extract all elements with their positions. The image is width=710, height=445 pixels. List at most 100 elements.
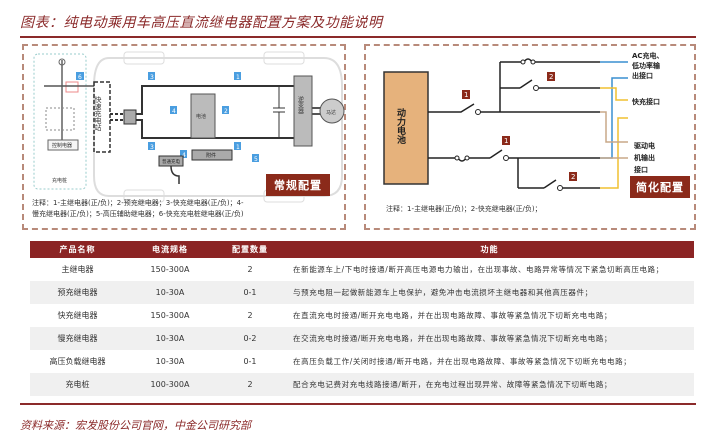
cell-function: 在高压负载工作/关闭时接通/断开电路，并在出现电路故障、事故等紧急情况下切断充电… bbox=[293, 357, 632, 366]
table-row: 快充继电器 150-300A 2 在直流充电时接通/断开充电电路，并在出现电路故… bbox=[30, 304, 694, 327]
relay-2-top-switch bbox=[519, 79, 533, 89]
simplified-config-panel: 动力电池 1 1 bbox=[364, 44, 696, 230]
cell-current: 10-30A bbox=[125, 327, 215, 350]
relay-1-bottom-switch bbox=[489, 149, 503, 159]
wheel-icon bbox=[123, 189, 165, 203]
cell-name: 充电桩 bbox=[30, 373, 125, 396]
bottom-divider bbox=[20, 403, 696, 405]
cell-name: 快充继电器 bbox=[57, 311, 98, 320]
svg-text:1: 1 bbox=[236, 144, 240, 151]
svg-text:低功率输: 低功率输 bbox=[631, 61, 661, 70]
header-current-spec: 电流规格 bbox=[125, 241, 215, 258]
wheel-icon bbox=[263, 51, 305, 65]
figure-title: 图表：纯电动乘用车高压直流继电器配置方案及功能说明 bbox=[20, 15, 383, 31]
title-divider bbox=[20, 36, 696, 38]
svg-text:4: 4 bbox=[182, 152, 186, 159]
svg-text:电池: 电池 bbox=[196, 113, 206, 120]
cell-name: 慢充继电器 bbox=[30, 327, 125, 350]
table-row: 预充继电器 10-30A 0-1 与预充电阻一起做新能源车上电保护，避免冲击电流… bbox=[30, 281, 694, 304]
relay-2-bottom-switch bbox=[543, 179, 557, 189]
relay-function-table: 产品名称 电流规格 配置数量 功能 主继电器 150-300A 2 在新能源车上… bbox=[30, 241, 694, 396]
svg-text:控制电器: 控制电器 bbox=[52, 142, 72, 149]
simplified-config-badge: 简化配置 bbox=[630, 176, 690, 198]
svg-text:出接口: 出接口 bbox=[632, 71, 653, 80]
relay-number: 6 bbox=[78, 74, 82, 81]
svg-text:快速充电站: 快速充电站 bbox=[94, 95, 102, 132]
cell-qty: 0-2 bbox=[215, 327, 285, 350]
cell-current: 10-30A bbox=[125, 281, 215, 304]
relay-badges: 1 1 2 2 bbox=[462, 72, 577, 181]
svg-text:2: 2 bbox=[571, 173, 575, 181]
svg-text:机输出: 机输出 bbox=[634, 153, 655, 162]
svg-text:3: 3 bbox=[150, 144, 154, 151]
table-header-row: 产品名称 电流规格 配置数量 功能 bbox=[30, 241, 694, 258]
cell-qty: 2 bbox=[215, 373, 285, 396]
relay-6-box bbox=[65, 81, 79, 93]
svg-text:快充接口: 快充接口 bbox=[632, 97, 660, 106]
header-product-name: 产品名称 bbox=[30, 241, 125, 258]
conventional-config-panel: 6 控制电器 充电桩 快速充电站 电池 逆变器 马达 3 3 1 1 2 bbox=[22, 44, 346, 230]
fast-charge-wire bbox=[600, 87, 628, 101]
cell-function: 在交流充电时接通/断开充电电路，并在出现电路故障、事故等紧急情况下切断充电电路； bbox=[285, 327, 694, 350]
cell-qty: 2 bbox=[247, 265, 253, 274]
battery-box bbox=[190, 93, 216, 139]
source-note: 资料来源：宏发股份公司官网，中金公司研究部 bbox=[20, 419, 251, 432]
header-function: 功能 bbox=[285, 241, 694, 258]
svg-text:3: 3 bbox=[150, 74, 154, 81]
svg-text:1: 1 bbox=[464, 91, 468, 99]
svg-text:1: 1 bbox=[236, 74, 240, 81]
relay-number-badge bbox=[76, 72, 84, 80]
relay-badges: 3 3 1 1 2 4 4 5 bbox=[148, 72, 259, 163]
cell-current: 150-300A bbox=[150, 311, 190, 320]
svg-text:逆变器: 逆变器 bbox=[297, 95, 304, 115]
cell-qty: 0-1 bbox=[215, 281, 285, 304]
svg-text:5: 5 bbox=[254, 156, 258, 163]
plug-icon bbox=[58, 58, 66, 66]
svg-text:驱动电: 驱动电 bbox=[634, 141, 655, 150]
relay-1-top-switch bbox=[428, 103, 475, 113]
cell-qty: 2 bbox=[247, 311, 253, 320]
power-battery-box bbox=[383, 71, 429, 185]
svg-text:2: 2 bbox=[224, 108, 228, 115]
control-box bbox=[47, 139, 79, 151]
svg-text:充电桩: 充电桩 bbox=[52, 177, 67, 184]
cell-function: 与预充电阻一起做新能源车上电保护，避免冲击电流损坏主继电器和其他高压器件； bbox=[285, 281, 694, 304]
svg-text:马达: 马达 bbox=[326, 109, 336, 116]
fast-charge-wire bbox=[600, 117, 628, 189]
conventional-config-note: 注释：1-主继电器(正/负)；2-预充继电器；3-快充继电器(正/负)；4- 慢… bbox=[32, 199, 244, 218]
connector-icon bbox=[123, 109, 137, 125]
cell-qty: 0-1 bbox=[243, 357, 257, 366]
charging-pile-box bbox=[33, 53, 87, 190]
cell-current: 10-30A bbox=[155, 357, 185, 366]
fast-charging-station bbox=[93, 81, 111, 153]
svg-text:附件: 附件 bbox=[206, 152, 216, 159]
svg-text:2: 2 bbox=[549, 73, 553, 81]
svg-text:动力电池: 动力电池 bbox=[395, 108, 406, 145]
conventional-config-badge: 常规配置 bbox=[266, 174, 330, 196]
car-outline bbox=[93, 57, 343, 197]
table-row: 充电桩 100-300A 2 配合充电记费对充电线路接通/断开，在充电过程出现异… bbox=[30, 373, 694, 396]
charging-cable bbox=[170, 165, 180, 184]
table-row: 慢充继电器 10-30A 0-2 在交流充电时接通/断开充电电路，并在出现电路故… bbox=[30, 327, 694, 350]
motor-output-wire bbox=[600, 111, 628, 143]
table-row: 主继电器 150-300A 2 在新能源车上/下电时接通/断开高压电源电力输出，… bbox=[30, 258, 694, 281]
svg-text:4: 4 bbox=[172, 108, 176, 115]
output-labels: AC充电、 低功率输 出接口 快充接口 驱动电 机输出 接口 bbox=[631, 51, 664, 174]
cell-name: 高压负载继电器 bbox=[49, 357, 106, 366]
wheel-icon bbox=[123, 51, 165, 65]
motor-icon bbox=[319, 98, 345, 124]
cell-current: 150-300A bbox=[150, 265, 190, 274]
conventional-circuit-diagram: 6 控制电器 充电桩 快速充电站 电池 逆变器 马达 3 3 1 1 2 bbox=[33, 51, 345, 203]
svg-text:接口: 接口 bbox=[634, 165, 648, 174]
cell-current: 100-300A bbox=[125, 373, 215, 396]
cell-name: 主继电器 bbox=[61, 265, 94, 274]
svg-text:AC充电、: AC充电、 bbox=[632, 51, 664, 60]
cell-function: 在直流充电时接通/断开充电电路，并在出现电路故障、事故等紧急情况下切断充电电路； bbox=[293, 311, 613, 320]
inverter-box bbox=[293, 75, 313, 147]
svg-text:1: 1 bbox=[504, 137, 508, 145]
simplified-config-note: 注释：1-主继电器(正/负)；2-快充继电器(正/负)； bbox=[386, 205, 542, 213]
cell-function: 在新能源车上/下电时接通/断开高压电源电力输出，在出现事故、电路异常等情况下紧急… bbox=[293, 265, 664, 274]
cell-name: 预充继电器 bbox=[30, 281, 125, 304]
svg-text:普通充电: 普通充电 bbox=[162, 158, 180, 165]
table-row: 高压负载继电器 10-30A 0-1 在高压负载工作/关闭时接通/断开电路，并在… bbox=[30, 350, 694, 373]
